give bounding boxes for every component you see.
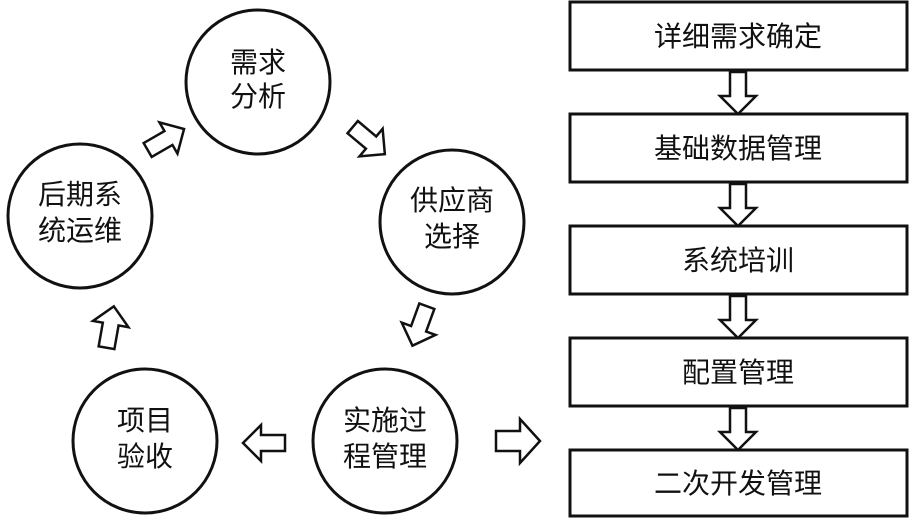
arrow-implementation-to-acceptance bbox=[241, 421, 287, 465]
node-system-maintenance-line-1: 后期系 bbox=[38, 178, 122, 211]
node-system-maintenance-line-2: 统运维 bbox=[38, 214, 122, 247]
node-project-acceptance-line-1: 项目 bbox=[117, 404, 173, 437]
node-project-acceptance-line-2: 验收 bbox=[117, 440, 173, 473]
node-supplier-selection-line-2: 选择 bbox=[424, 220, 480, 253]
step-secondary-development: 二次开发管理 bbox=[568, 448, 909, 518]
arrow-analysis-to-supplier bbox=[345, 119, 387, 158]
step-detailed-requirements-label: 详细需求确定 bbox=[654, 20, 822, 53]
node-requirement-analysis-line-1: 需求 bbox=[230, 46, 286, 79]
arrow-cycle-to-process bbox=[494, 415, 542, 467]
step-basic-data-management-label: 基础数据管理 bbox=[654, 132, 822, 165]
node-implementation-management-line-1: 实施过 bbox=[343, 404, 427, 437]
node-supplier-selection-line-1: 供应商 bbox=[410, 184, 494, 217]
node-implementation-management-line-2: 程管理 bbox=[343, 440, 427, 473]
node-implementation-management: 实施过 程管理 bbox=[311, 367, 459, 515]
step-secondary-development-label: 二次开发管理 bbox=[654, 467, 822, 500]
arrow-maintenance-to-analysis bbox=[141, 120, 186, 159]
arrow-down-step-1 bbox=[716, 70, 760, 116]
node-project-acceptance: 项目 验收 bbox=[71, 367, 219, 515]
arrow-supplier-to-implementation bbox=[399, 301, 439, 348]
node-supplier-selection: 供应商 选择 bbox=[378, 148, 526, 296]
step-detailed-requirements: 详细需求确定 bbox=[568, 0, 909, 72]
arrow-down-step-4 bbox=[716, 406, 760, 452]
step-system-training: 系统培训 bbox=[568, 224, 909, 296]
arrow-acceptance-to-maintenance bbox=[89, 304, 132, 351]
node-system-maintenance: 后期系 统运维 bbox=[6, 142, 154, 290]
step-system-training-label: 系统培训 bbox=[682, 244, 794, 277]
arrow-down-step-3 bbox=[716, 294, 760, 340]
node-requirement-analysis-line-2: 分析 bbox=[230, 80, 286, 113]
step-configuration-management-label: 配置管理 bbox=[682, 356, 794, 389]
step-basic-data-management: 基础数据管理 bbox=[568, 112, 909, 184]
node-requirement-analysis: 需求 分析 bbox=[184, 8, 332, 156]
arrow-down-step-2 bbox=[716, 182, 760, 228]
step-configuration-management: 配置管理 bbox=[568, 336, 909, 408]
